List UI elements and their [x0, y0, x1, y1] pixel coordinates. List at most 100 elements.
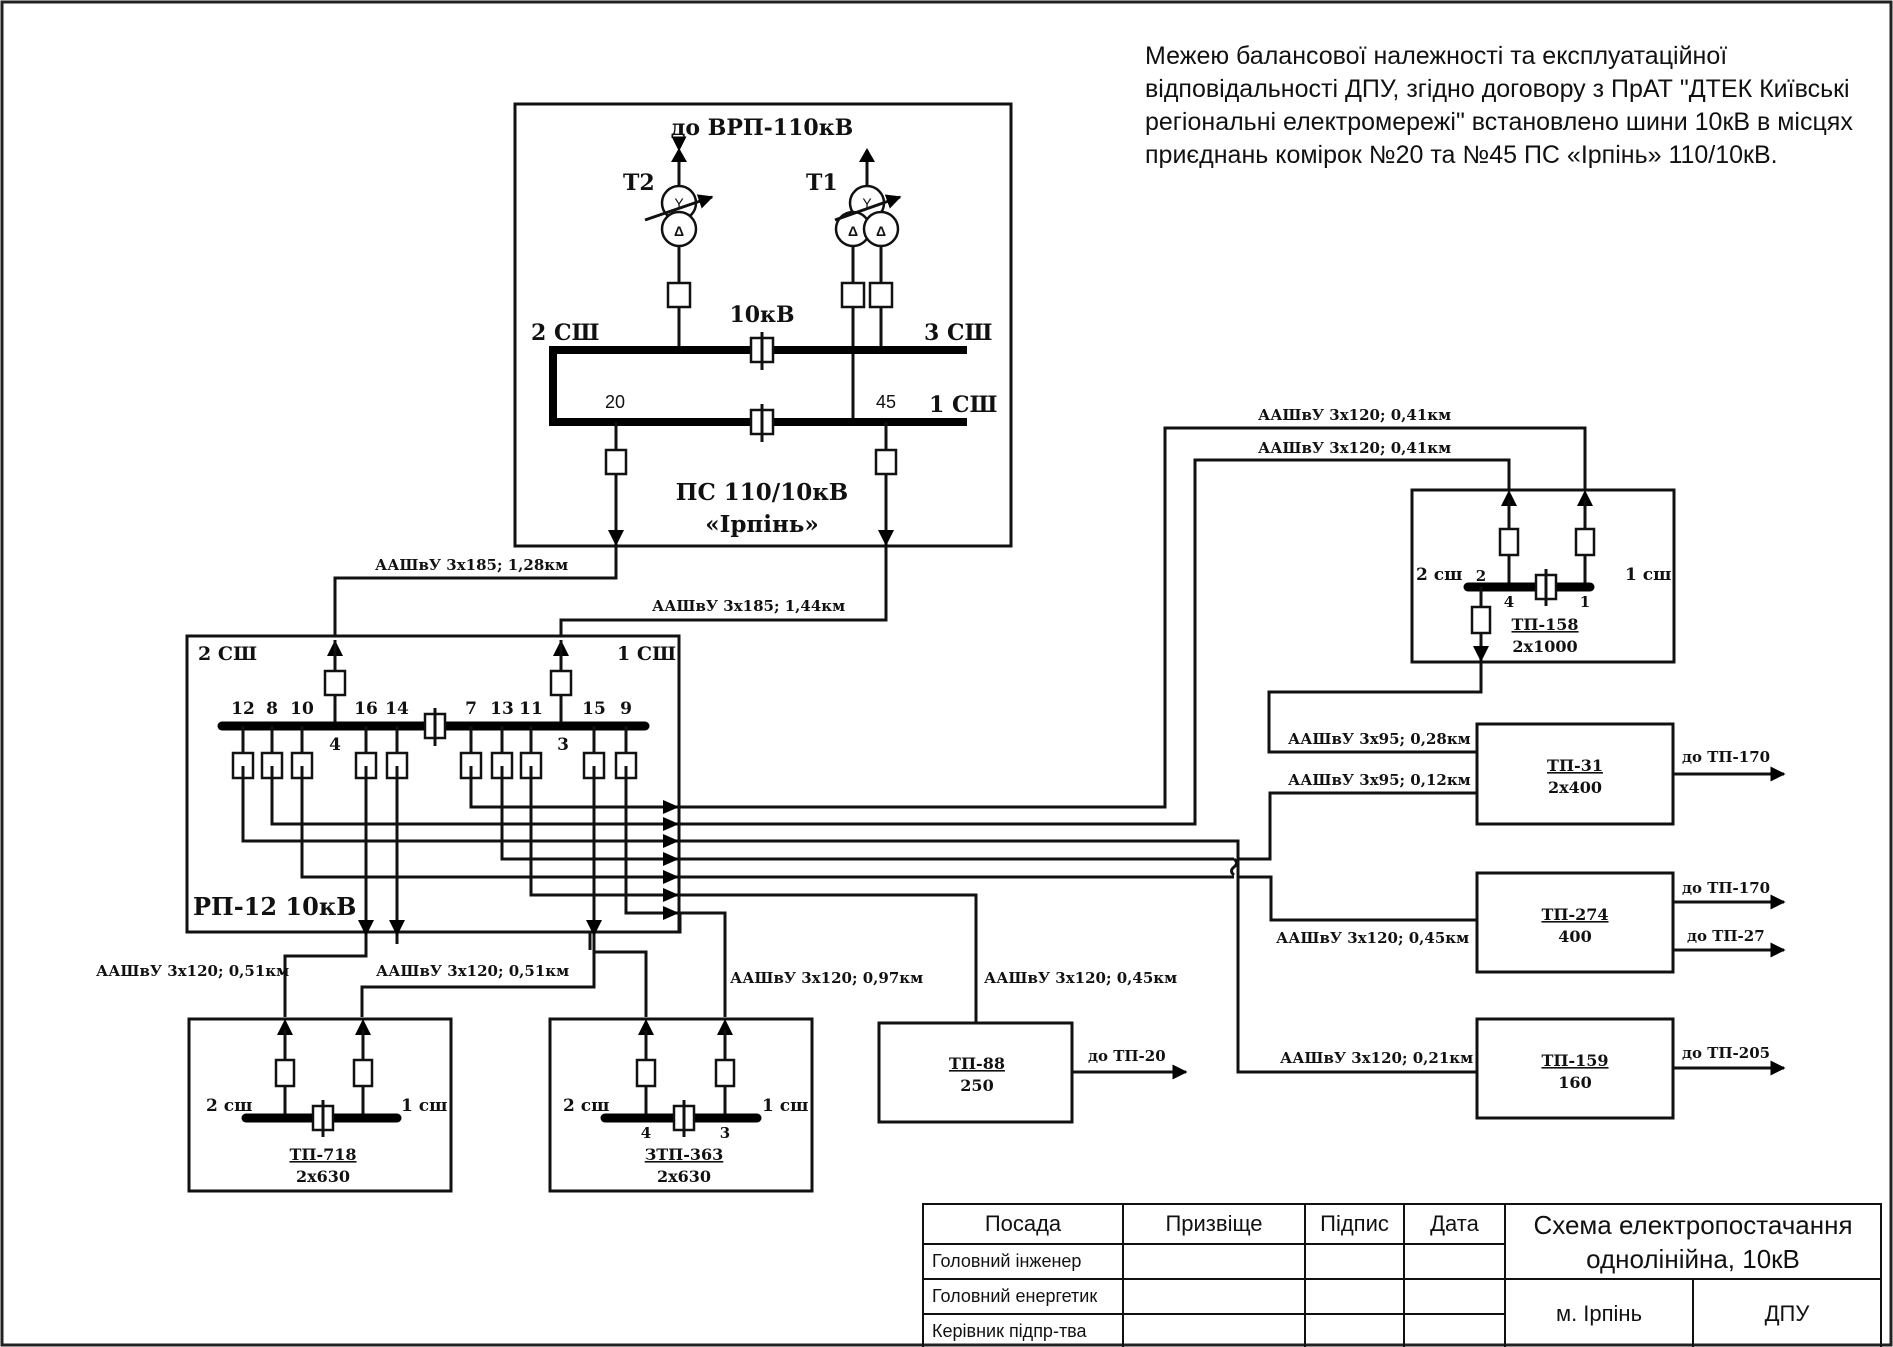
rp12-in4-label: 4 [329, 735, 341, 755]
tp158-breaker-2 [1470, 605, 1492, 635]
tp158-breaker-4 [1498, 527, 1520, 557]
bus1-label: 1 СШ [929, 392, 997, 418]
stamp-header-date: Дата [1403, 1203, 1506, 1245]
tp159-out-label: до ТП-205 [1682, 1044, 1770, 1062]
tp718-breaker-2 [274, 1058, 296, 1088]
t1-breaker-a [840, 281, 866, 309]
ztp363-breaker-4 [635, 1058, 657, 1088]
note-line: приєднань комірок №20 та №45 ПС «Ірпінь»… [1145, 141, 1778, 169]
tp274-out2-label: до ТП-27 [1687, 927, 1765, 945]
tp158-breaker-1 [1574, 527, 1596, 557]
delta-symbol-icon: Δ [674, 223, 684, 239]
tp274-name: ТП-274 [1541, 905, 1608, 924]
delta-symbol-icon: Δ [876, 223, 886, 239]
cable-1-44km [559, 546, 888, 636]
arrow-down-icon [608, 530, 624, 546]
t1-label: Т1 [806, 170, 838, 196]
rp12-box [185, 634, 681, 934]
cable-6-label: ААШвУ 3х95; 0,12км [1288, 771, 1471, 789]
voltage-label: 10кВ [729, 302, 794, 328]
to-vrp-label: до ВРП-110кВ [671, 115, 853, 141]
rp12-bus1-label: 1 СШ [617, 643, 676, 665]
feeder-11 [529, 766, 978, 1023]
feeder-13-to-tp31 [1238, 791, 1477, 861]
tp88-box [877, 1021, 1074, 1124]
tp718-name: ТП-718 [289, 1145, 356, 1164]
tp159-power: 160 [1558, 1073, 1591, 1092]
tp158-cell-1-label: 1 [1580, 593, 1590, 611]
ztp363-cell-4-label: 4 [641, 1124, 651, 1142]
tp274-box [1475, 871, 1675, 974]
rp12-bus2-label: 2 СШ [198, 643, 257, 665]
ztp363-breaker-3 [714, 1058, 736, 1088]
substation-name-line2: «Ірпінь» [705, 511, 819, 538]
feeder-15 [360, 766, 596, 1017]
bus2-label: 2 СШ [531, 320, 599, 346]
cable-1-28km [333, 546, 618, 636]
tp158-cell-2-label: 2 [1476, 567, 1486, 585]
balance-boundary-note: Межею балансової належності та експлуата… [1145, 40, 1885, 172]
arrow-up-icon [638, 1019, 654, 1035]
arrow-down-icon [389, 920, 405, 936]
tp88-out-label: до ТП-20 [1088, 1047, 1166, 1065]
arrow-up-icon [277, 1019, 293, 1035]
stamp-cell [1304, 1243, 1405, 1280]
rp12-cell-label: 11 [519, 699, 543, 719]
tp274-power: 400 [1558, 927, 1591, 946]
tp158-power: 2х1000 [1512, 637, 1577, 656]
tp31-box [1475, 722, 1675, 826]
t2-label: Т2 [623, 170, 655, 196]
stamp-row-position: Головний інженер [922, 1243, 1124, 1280]
stamp-header-surname: Призвіще [1122, 1203, 1306, 1245]
cable-8-label: ААШвУ 3х120; 0,21км [1280, 1049, 1473, 1067]
tp31-name: ТП-31 [1547, 756, 1603, 775]
cable-tp158-tp31 [1267, 662, 1483, 754]
tp158-cell-4-label: 4 [1504, 593, 1514, 611]
tp-31: ТП-31 2х400 до ТП-170 [1475, 722, 1786, 826]
stamp-cell [1122, 1278, 1306, 1315]
feeder-12 [241, 766, 1240, 852]
cell-20-breaker [604, 448, 628, 476]
arrow-up-icon [717, 1019, 733, 1035]
ztp363-bus2-label: 2 сш [563, 1096, 609, 1116]
t1-arrow-icon [859, 148, 875, 162]
tp718-bus1-label: 1 сш [401, 1096, 447, 1116]
rp12-cell-label: 14 [385, 699, 409, 719]
arrow-right-icon [663, 800, 679, 814]
arrow-down-icon [878, 530, 894, 546]
feeder-14-loop [397, 913, 682, 934]
jump-icon [1230, 857, 1238, 877]
stamp-cell [1403, 1278, 1506, 1315]
stamp-row-position: Головний енергетик [922, 1278, 1124, 1315]
stamp-cell [1122, 1243, 1306, 1280]
substation-name-line1: ПС 110/10кВ [676, 479, 849, 506]
rp12-edge-arrows [663, 800, 679, 920]
tp-159: ТП-159 160 до ТП-205 [1475, 1017, 1786, 1120]
feeder-16 [283, 766, 368, 1017]
stamp-title: Схема електропостачання однолінійна, 10к… [1504, 1203, 1882, 1280]
rp12-cell-label: 9 [620, 699, 632, 719]
cable-11-label: ААШвУ 3х120; 0,97км [730, 969, 923, 987]
tp718-power: 2х630 [296, 1167, 350, 1186]
arrow-right-icon [663, 906, 679, 920]
tp-718: 2 сш 1 сш ТП-718 2х630 [187, 1017, 453, 1193]
rp12-cell-label: 13 [490, 699, 514, 719]
rp12-input-3-breaker [549, 669, 573, 697]
cable-2-label: ААШвУ 3х185; 1,44км [652, 597, 845, 615]
substation-box [513, 102, 1013, 548]
t2-breaker [666, 281, 692, 309]
t1-breaker-b [868, 281, 894, 309]
substation-irpin: до ВРП-110кВ Т2 Y Δ Т1 Y Δ Δ 10кВ 2 СШ 3… [513, 102, 1013, 548]
stamp-header-signature: Підпис [1304, 1203, 1405, 1245]
rp12-name: РП-12 10кВ [193, 892, 356, 921]
cable-5-label: ААШвУ 3х95; 0,28км [1288, 730, 1471, 748]
arrow-down-icon [586, 920, 602, 936]
cable-10-label: ААШвУ 3х120; 0,51км [376, 962, 569, 980]
stamp-cell [1304, 1313, 1405, 1347]
note-line: відповідальності ДПУ, згідно договору з … [1145, 75, 1850, 103]
tp159-name: ТП-159 [1541, 1051, 1608, 1070]
arrow-up-icon [1577, 490, 1593, 506]
tp158-name: ТП-158 [1511, 615, 1578, 634]
